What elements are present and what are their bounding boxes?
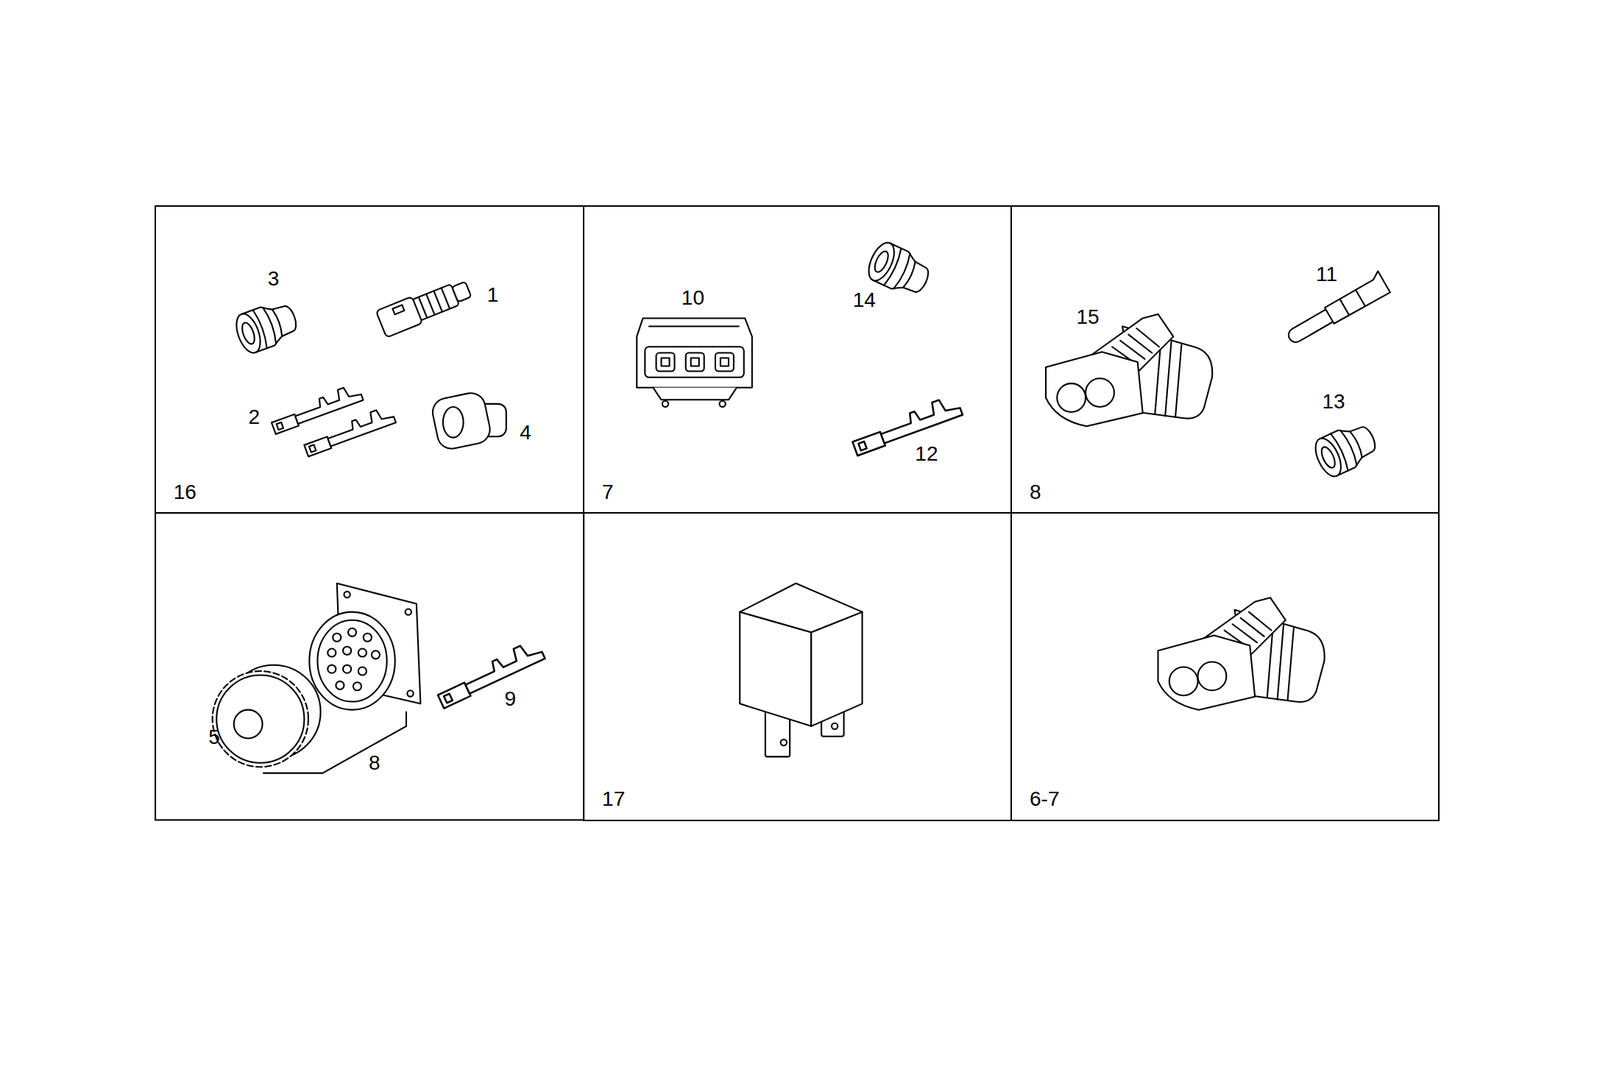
leader-line <box>263 711 407 773</box>
terminal <box>849 394 964 457</box>
connector-housing <box>429 390 506 452</box>
callout-number: 13 <box>1322 390 1346 414</box>
group-number: 17 <box>602 788 625 812</box>
callout-number: 11 <box>1315 263 1338 287</box>
connector-housing <box>376 275 474 338</box>
callout-number: 8 <box>368 752 381 775</box>
relay <box>739 583 862 758</box>
terminal <box>301 405 397 458</box>
seal <box>1310 418 1381 480</box>
callout-number: 3 <box>267 267 280 290</box>
callout-number: 14 <box>852 288 876 312</box>
callout-number: 10 <box>681 286 705 310</box>
group-number: 7 <box>602 481 614 505</box>
callout-number: 9 <box>504 687 516 711</box>
group-number: 16 <box>173 481 197 505</box>
connector-cap <box>212 665 321 768</box>
parts-cell: 8 <box>1010 205 1440 514</box>
connector-front <box>636 317 753 407</box>
terminal <box>433 638 547 709</box>
round-connector <box>309 583 421 711</box>
seal <box>231 297 302 357</box>
callout-number: 2 <box>248 406 260 430</box>
terminal <box>268 382 364 435</box>
callout-number: 5 <box>208 726 221 750</box>
callout-number: 12 <box>914 443 938 466</box>
connector-housing <box>1157 597 1325 710</box>
connector-housing <box>1045 314 1213 427</box>
group-number: 8 <box>1029 481 1042 505</box>
callout-number: 1 <box>487 283 499 307</box>
callout-number: 15 <box>1075 306 1099 329</box>
parts-cell: 16 <box>154 205 585 514</box>
group-number: 6-7 <box>1029 788 1060 812</box>
parts-cell: 6-7 <box>1010 512 1440 821</box>
cell-frame <box>155 512 584 820</box>
callout-number: 4 <box>519 420 532 444</box>
parts-cell: 17 <box>582 512 1012 821</box>
parts-cell: 7 <box>582 205 1012 514</box>
